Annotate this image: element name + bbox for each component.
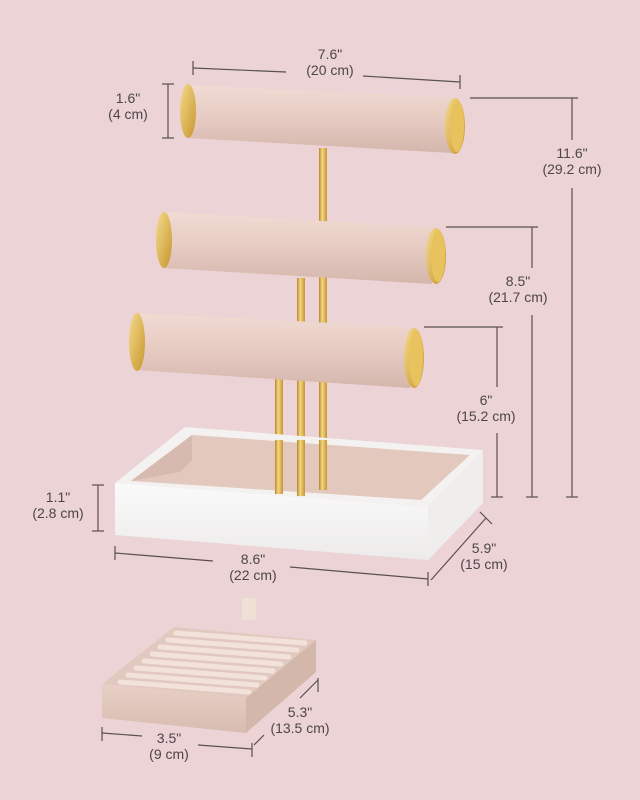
dimension-lines [92,61,578,757]
ring-tray-width-label: 3.5" (9 cm) [149,730,189,762]
lower-height-label: 6" (15.2 cm) [456,392,516,424]
tray-width-label: 8.6" (22 cm) [229,551,277,583]
tray-depth-label: 5.9" (15 cm) [460,540,508,572]
lower-velvet-bar [129,313,424,388]
ring-tray-depth-label: 5.3" (13.5 cm) [270,704,330,736]
base-tray [115,427,483,560]
bar-diameter-label: 1.6" (4 cm) [108,90,148,122]
middle-height-label: 8.5" (21.7 cm) [488,273,548,305]
ring-tray [102,598,316,733]
top-velvet-bar [180,84,465,154]
total-height-label: 11.6" (29.2 cm) [542,145,602,177]
bar-length-label: 7.6" (20 cm) [306,46,354,78]
tray-height-label: 1.1" (2.8 cm) [32,489,84,521]
middle-velvet-bar [156,212,446,284]
